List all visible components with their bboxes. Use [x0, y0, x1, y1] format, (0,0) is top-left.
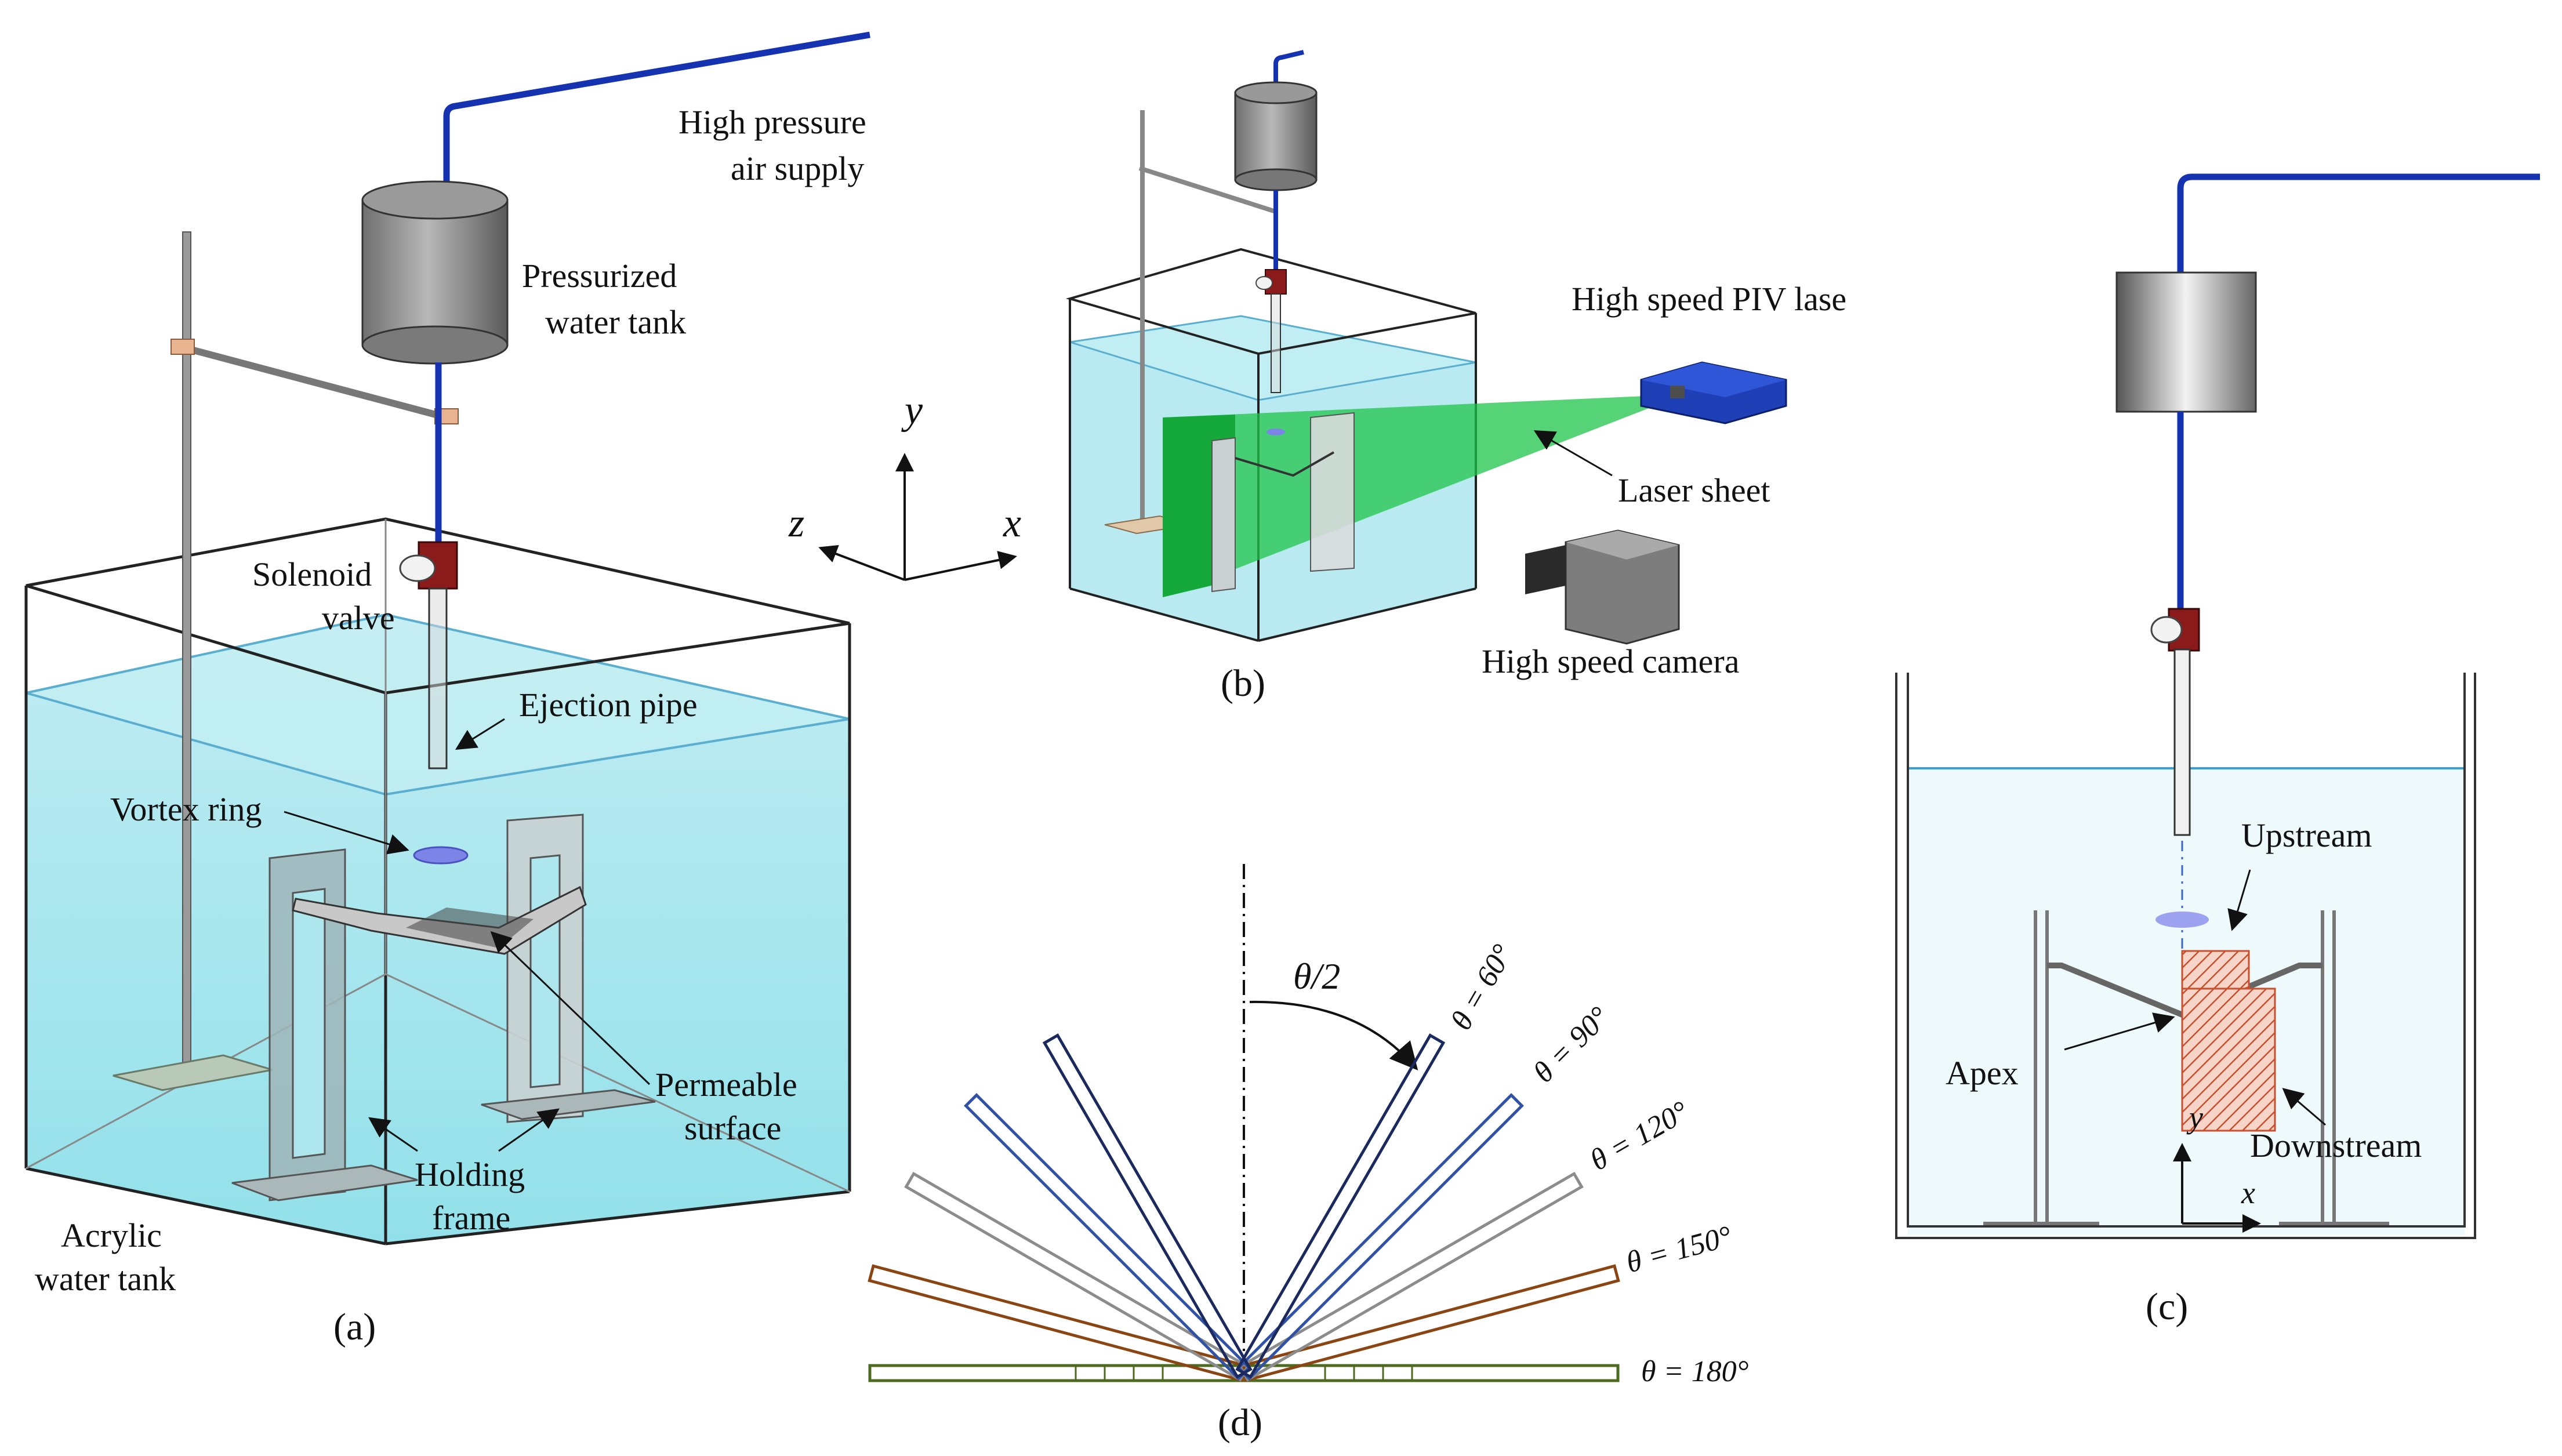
label-camera: High speed camera [1482, 642, 1739, 680]
theta-label-90: θ = 90° [1527, 1000, 1616, 1089]
air-supply-pipe [443, 31, 870, 209]
ejection-pipe [428, 587, 448, 769]
theta-label-180: θ = 180° [1641, 1355, 1748, 1388]
holding-frame-left [231, 848, 418, 1201]
label-tank-1: Pressurized [522, 257, 677, 295]
tank-edges-b [1065, 248, 1477, 642]
caption-c: (c) [2146, 1286, 2188, 1328]
axis-label-c-y: y [2186, 1100, 2203, 1135]
caption-d: (d) [1218, 1401, 1262, 1444]
piv-laser-head [1640, 361, 1787, 424]
config-theta-60 [1042, 1033, 1446, 1379]
panel-d: θ/2 [868, 864, 1748, 1444]
solenoid-valve [399, 541, 458, 590]
axes-triad [818, 453, 1017, 581]
label-holding-2: frame [432, 1199, 510, 1237]
label-ejection-pipe: Ejection pipe [519, 686, 698, 724]
leader-lines-a [284, 718, 651, 1152]
half-angle-label: θ/2 [1293, 956, 1340, 997]
pressurized-tank-c [2115, 271, 2257, 413]
axis-label-z: z [788, 501, 804, 546]
caption-a: (a) [333, 1306, 376, 1348]
theta-label-60: θ = 60° [1445, 939, 1519, 1036]
axis-label-c-x: x [2241, 1175, 2255, 1210]
high-speed-camera [1525, 529, 1680, 645]
caption-b: (b) [1221, 662, 1265, 705]
theta-label-120: θ = 120° [1585, 1095, 1694, 1177]
label-acrylic-1: Acrylic [61, 1217, 162, 1254]
label-apex: Apex [1946, 1054, 2019, 1092]
label-upstream: Upstream [2241, 816, 2372, 854]
tank-walls-c [1895, 673, 2476, 1239]
label-holding-1: Holding [415, 1156, 525, 1193]
label-valve-2: valve [322, 599, 395, 637]
axis-label-y: y [901, 388, 923, 433]
label-vortex-ring: Vortex ring [110, 790, 262, 828]
label-laser-sheet: Laser sheet [1618, 471, 1770, 509]
axis-label-x: x [1003, 501, 1021, 546]
label-permeable-1: Permeable [655, 1066, 797, 1103]
panel-a: High pressure air supply Pressurized wat… [24, 31, 870, 1348]
vortex-ring [413, 846, 469, 865]
label-piv-laser: High speed PIV lase [1572, 280, 1846, 318]
panel-b: High speed PIV lase Laser sheet High spe… [1065, 50, 1846, 705]
label-air-supply-2: air supply [731, 150, 864, 187]
label-downstream: Downstream [2250, 1127, 2422, 1164]
label-valve-1: Solenoid [252, 555, 372, 593]
downstream-box [2181, 987, 2276, 1132]
label-air-supply-1: High pressure [678, 103, 866, 141]
half-angle-arc [1249, 1000, 1418, 1071]
panel-c: Upstream Apex Downstream y x (c) [1895, 173, 2540, 1328]
label-permeable-2: surface [684, 1109, 781, 1147]
pressurized-tank-cylinder [361, 180, 509, 365]
label-tank-2: water tank [545, 303, 686, 341]
label-acrylic-2: water tank [35, 1260, 176, 1298]
theta-label-150: θ = 150° [1623, 1220, 1735, 1280]
